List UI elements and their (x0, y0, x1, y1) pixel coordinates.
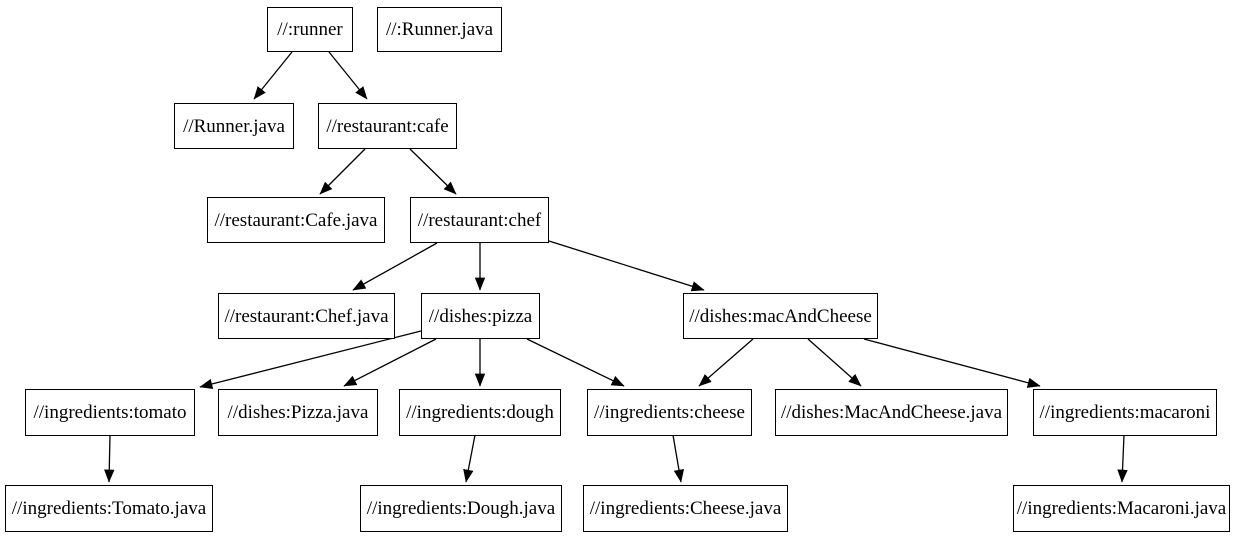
graph-node-mac-and-cheese: //dishes:macAndCheese (683, 293, 878, 339)
graph-node-cheese: //ingredients:cheese (587, 389, 752, 436)
graph-node-runner-java: //Runner.java (174, 103, 294, 149)
edge-chef-to-chef-java (352, 242, 438, 291)
edge-pizza-to-pizza-java (343, 338, 437, 387)
edge-mac-and-cheese-to-macaroni (863, 338, 1041, 388)
edge-cheese-to-cheese-java (672, 434, 685, 483)
graph-node-dough: //ingredients:dough (399, 389, 561, 436)
edge-cafe-to-cafe-java (319, 148, 366, 195)
edge-runner-to-cafe (328, 51, 368, 100)
graph-node-runner-java-src: //:Runner.java (377, 7, 502, 52)
graph-node-cheese-java: //ingredients:Cheese.java (583, 485, 788, 532)
graph-node-runner: //:runner (267, 7, 353, 52)
graph-node-dough-java: //ingredients:Dough.java (360, 485, 562, 532)
graph-node-cafe: //restaurant:cafe (318, 103, 457, 149)
edge-tomato-to-tomato-java (104, 434, 115, 483)
graph-node-pizza-java: //dishes:Pizza.java (218, 389, 378, 436)
graph-node-mac-and-cheese-java: //dishes:MacAndCheese.java (775, 389, 1008, 436)
edge-dough-to-dough-java (463, 434, 476, 483)
graph-node-tomato-java: //ingredients:Tomato.java (5, 485, 213, 532)
graph-node-chef: //restaurant:chef (410, 197, 549, 243)
edge-runner-to-runner-java (253, 51, 293, 100)
edge-pizza-to-tomato (199, 330, 422, 390)
edge-pizza-to-cheese (526, 338, 625, 387)
edge-cafe-to-chef (409, 148, 457, 195)
edge-mac-and-cheese-to-cheese (698, 338, 754, 387)
graph-node-pizza: //dishes:pizza (421, 293, 540, 339)
edge-macaroni-to-macaroni-java (1117, 434, 1128, 483)
edge-chef-to-mac-and-cheese (548, 240, 705, 292)
graph-node-macaroni: //ingredients:macaroni (1033, 389, 1217, 436)
edge-mac-and-cheese-to-mac-java (807, 338, 862, 387)
graph-node-tomato: //ingredients:tomato (25, 389, 195, 436)
graph-node-chef-java: //restaurant:Chef.java (218, 293, 395, 339)
graph-node-macaroni-java: //ingredients:Macaroni.java (1013, 485, 1230, 532)
graph-node-cafe-java: //restaurant:Cafe.java (207, 197, 385, 243)
